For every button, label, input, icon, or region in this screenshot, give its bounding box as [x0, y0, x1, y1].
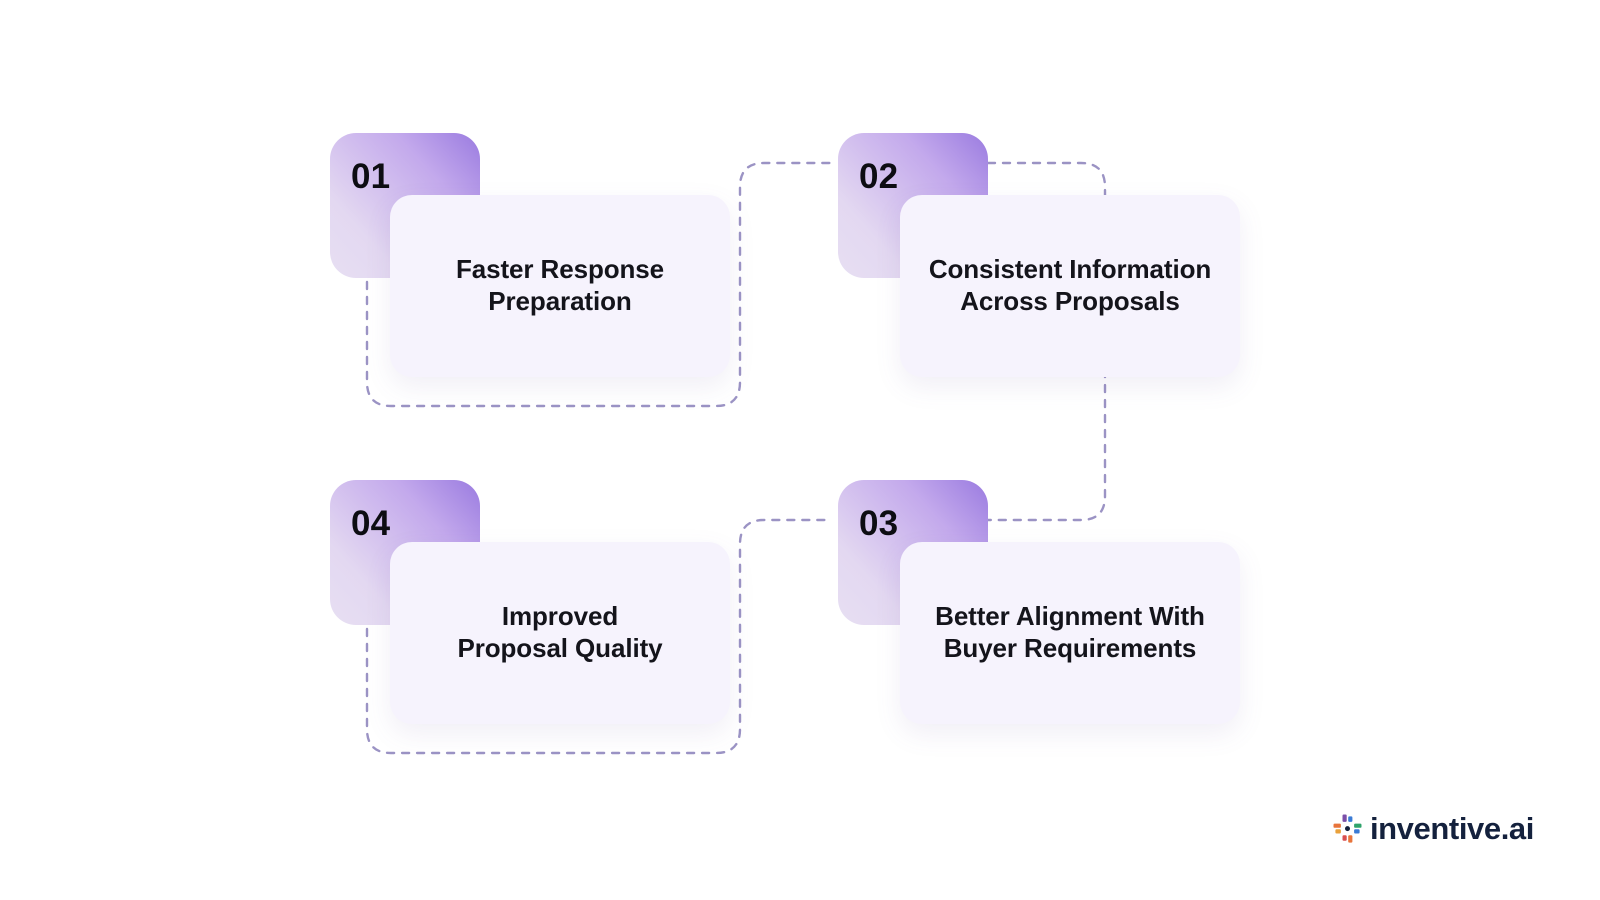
- step-03-card[interactable]: Better Alignment With Buyer Requirements: [900, 542, 1240, 724]
- step-01-number: 01: [351, 157, 391, 196]
- logo-wordmark: inventive.ai: [1369, 811, 1534, 846]
- step-01-card[interactable]: Faster Response Preparation: [390, 195, 730, 377]
- step-01-label: Faster Response Preparation: [455, 254, 665, 316]
- step-02-label: Consistent Information Across Proposals: [928, 254, 1212, 316]
- step-03-label: Better Alignment With Buyer Requirements: [935, 601, 1205, 663]
- step-04-label: Improved Proposal Quality: [457, 601, 663, 663]
- inventive-pinwheel-icon: [1333, 814, 1362, 843]
- step-04-card[interactable]: Improved Proposal Quality: [390, 542, 730, 724]
- step-04-number: 04: [351, 504, 391, 543]
- brand-logo: inventive.ai: [1333, 813, 1534, 844]
- step-02-card[interactable]: Consistent Information Across Proposals: [900, 195, 1240, 377]
- step-03-number: 03: [859, 504, 899, 543]
- step-02-number: 02: [859, 157, 899, 196]
